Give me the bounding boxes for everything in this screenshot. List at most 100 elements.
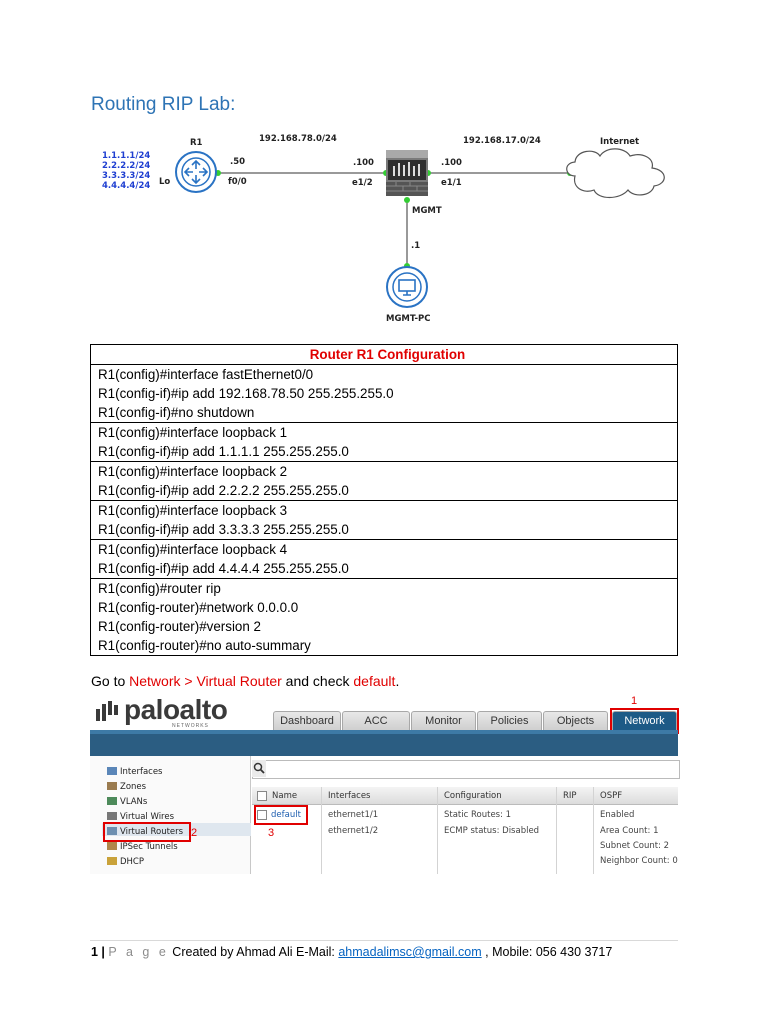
page-title: Routing RIP Lab: xyxy=(91,94,236,115)
dhcp-icon xyxy=(107,857,117,865)
page-footer: 1 | P a g e Created by Ahmad Ali E-Mail:… xyxy=(91,945,612,959)
sidebar-item-dhcp[interactable]: DHCP xyxy=(107,857,144,867)
net-left-label: 192.168.78.0/24 xyxy=(259,134,337,144)
tab-network[interactable]: Network xyxy=(612,711,677,730)
internet-label: Internet xyxy=(600,137,639,147)
config-line: R1(config-if)#no shutdown xyxy=(98,405,255,420)
row-interface: ethernet1/1 xyxy=(328,810,379,820)
config-group-loopback-1: R1(config)#interface loopback 1 R1(confi… xyxy=(90,422,678,462)
search-icon[interactable] xyxy=(252,760,266,777)
mgmt-pc-label: MGMT-PC xyxy=(386,314,430,324)
config-line: R1(config)#router rip xyxy=(98,581,221,596)
column-configuration[interactable]: Configuration xyxy=(444,791,502,801)
email-link[interactable]: ahmadalimsc@gmail.com xyxy=(338,945,482,959)
mgmt-pc-icon xyxy=(386,266,428,308)
config-line: R1(config-if)#ip add 192.168.78.50 255.2… xyxy=(98,386,394,401)
sidebar-item-virtual-routers[interactable]: Virtual Routers xyxy=(107,827,183,837)
row-ospf: Enabled xyxy=(600,810,635,820)
r1-interface: f0/0 xyxy=(228,177,247,187)
loopback-4: 4.4.4.4/24 xyxy=(102,181,150,191)
config-line: R1(config-router)#version 2 xyxy=(98,619,261,634)
config-line: R1(config-if)#ip add 1.1.1.1 255.255.255… xyxy=(98,444,349,459)
row-ospf: Subnet Count: 2 xyxy=(600,841,670,851)
column-divider xyxy=(321,787,322,874)
config-group-loopback-2: R1(config)#interface loopback 2 R1(confi… xyxy=(90,461,678,501)
virtual-routers-highlight xyxy=(103,822,191,842)
row-configuration: Static Routes: 1 xyxy=(444,810,512,820)
sidebar-item-label: Virtual Routers xyxy=(120,827,184,837)
select-all-checkbox[interactable] xyxy=(257,791,267,801)
loopback-2: 2.2.2.2/24 xyxy=(102,161,150,171)
fw-right-ip: .100 xyxy=(441,158,462,168)
instruction-middle: and check xyxy=(281,673,354,689)
paloalto-logo-text: paloalto xyxy=(124,694,228,725)
config-group-loopback-4: R1(config)#interface loopback 4 R1(confi… xyxy=(90,539,678,579)
config-line: R1(config-router)#network 0.0.0.0 xyxy=(98,600,299,615)
row-interface: ethernet1/2 xyxy=(328,826,379,836)
tab-policies[interactable]: Policies xyxy=(477,711,542,730)
config-table: Router R1 Configuration R1(config)#inter… xyxy=(90,344,678,656)
virtual-wires-icon xyxy=(107,812,117,820)
column-ospf[interactable]: OSPF xyxy=(600,791,623,801)
row-checkbox[interactable] xyxy=(257,810,267,820)
vlans-icon xyxy=(107,797,117,805)
loopback-1: 1.1.1.1/24 xyxy=(102,151,150,161)
step-marker-3: 3 xyxy=(268,827,275,839)
paloalto-header-band xyxy=(90,730,678,756)
instruction-path: Network > Virtual Router xyxy=(129,673,282,689)
ipsec-tunnels-icon xyxy=(107,842,117,850)
config-line: R1(config-router)#no auto-summary xyxy=(98,638,311,653)
tab-acc[interactable]: ACC xyxy=(342,711,410,730)
footer-credit: Created by Ahmad Ali E-Mail: xyxy=(172,945,335,959)
row-configuration: ECMP status: Disabled xyxy=(444,826,540,836)
page-word: P a g e xyxy=(108,945,169,959)
column-divider xyxy=(556,787,557,874)
column-name[interactable]: Name xyxy=(272,791,298,801)
config-line: R1(config)#interface loopback 3 xyxy=(98,503,288,518)
config-line: R1(config)#interface fastEthernet0/0 xyxy=(98,367,314,382)
instruction-suffix: . xyxy=(395,673,400,689)
loopback-3: 3.3.3.3/24 xyxy=(102,171,150,181)
net-right-label: 192.168.17.0/24 xyxy=(463,136,541,146)
config-line: R1(config)#interface loopback 2 xyxy=(98,464,288,479)
config-line: R1(config-if)#ip add 2.2.2.2 255.255.255… xyxy=(98,483,349,498)
row-ospf: Area Count: 1 xyxy=(600,826,659,836)
instruction-text: Go to Network > Virtual Router and check… xyxy=(91,673,399,689)
column-interfaces[interactable]: Interfaces xyxy=(328,791,371,801)
grid-header xyxy=(252,787,678,805)
sidebar-item-zones[interactable]: Zones xyxy=(107,782,146,792)
instruction-target: default xyxy=(353,673,396,689)
config-line: R1(config)#interface loopback 4 xyxy=(98,542,288,557)
column-rip[interactable]: RIP xyxy=(563,791,577,801)
mgmt-label: MGMT xyxy=(412,206,442,216)
column-divider xyxy=(593,787,594,874)
instruction-prefix: Go to xyxy=(91,673,130,689)
firewall-icon xyxy=(386,150,428,196)
tab-objects[interactable]: Objects xyxy=(543,711,608,730)
sidebar-selected-highlight xyxy=(102,823,251,836)
paloalto-header-stripe xyxy=(90,730,678,734)
sidebar-item-label: Interfaces xyxy=(120,767,163,777)
internet-cloud-icon xyxy=(566,148,665,199)
virtual-routers-icon xyxy=(107,827,117,835)
step-marker-2: 2 xyxy=(191,827,198,839)
config-group-loopback-3: R1(config)#interface loopback 3 R1(confi… xyxy=(90,500,678,540)
search-input[interactable] xyxy=(252,760,680,779)
sidebar-item-vlans[interactable]: VLANs xyxy=(107,797,147,807)
sidebar-item-label: DHCP xyxy=(120,857,144,867)
paloalto-logo-icon xyxy=(96,701,118,721)
tab-dashboard[interactable]: Dashboard xyxy=(273,711,341,730)
page-number: 1 | xyxy=(91,945,105,959)
paloalto-logo-subtext: NETWORKS xyxy=(172,723,209,729)
sidebar-item-interfaces[interactable]: Interfaces xyxy=(107,767,162,777)
sidebar-item-virtual-wires[interactable]: Virtual Wires xyxy=(107,812,174,822)
footer-rule xyxy=(90,940,678,941)
router-name-link[interactable]: default xyxy=(271,810,301,820)
sidebar-item-label: Virtual Wires xyxy=(120,812,175,822)
column-divider xyxy=(437,787,438,874)
fw-right-interface: e1/1 xyxy=(441,178,462,188)
tab-monitor[interactable]: Monitor xyxy=(411,711,476,730)
sidebar-item-ipsec-tunnels[interactable]: IPSec Tunnels xyxy=(107,842,178,852)
mgmt-ip: .1 xyxy=(411,241,420,251)
sidebar-item-label: Zones xyxy=(120,782,147,792)
